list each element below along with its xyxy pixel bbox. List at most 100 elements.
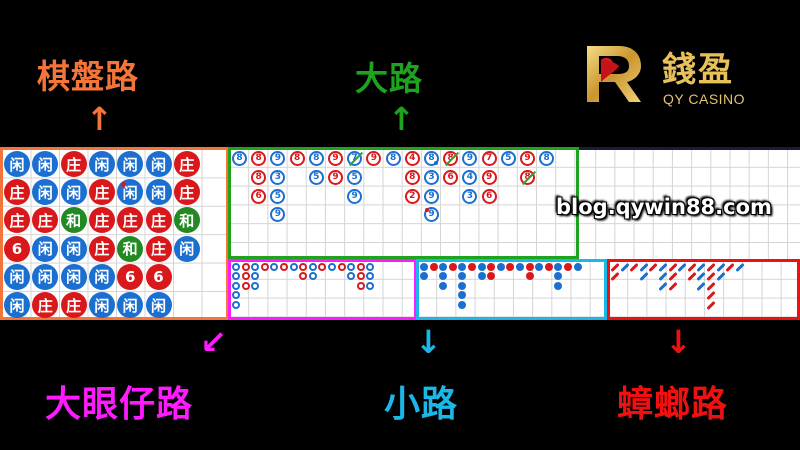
big-eye-boy-mark	[260, 263, 269, 271]
big-eye-boy-mark	[241, 281, 250, 290]
big-eye-boy-mark	[280, 263, 288, 271]
logo-r-icon	[587, 46, 641, 102]
bead-result: 庄	[88, 235, 115, 262]
bead-result: 闲	[4, 263, 30, 290]
small-road-mark	[458, 263, 467, 271]
small-road-mark	[458, 281, 467, 290]
big-road-result: 8	[443, 151, 460, 167]
big-road-result: 8	[424, 151, 439, 166]
bead-result: 庄	[173, 179, 200, 206]
bead-result: 闲	[4, 292, 30, 318]
bead-result: 庄	[60, 151, 87, 177]
big-eye-boy-mark	[232, 272, 240, 281]
bead-result: 庄	[173, 151, 200, 177]
big-eye-boy-mark	[270, 263, 279, 271]
bead-result: 闲	[4, 151, 30, 177]
big-road-result: 9	[328, 169, 343, 185]
bead-result: 闲	[173, 235, 200, 262]
big-road-result: 9	[520, 151, 535, 166]
arrow-down-icon: ↓	[415, 323, 442, 361]
big-road-result: 5	[270, 188, 286, 204]
big-eye-boy-mark	[366, 263, 375, 271]
big-eye-boy-label: 大眼仔路	[45, 384, 194, 425]
big-road-result: 4	[462, 169, 478, 185]
big-road-label: 大路	[355, 59, 423, 98]
small-road-mark	[554, 281, 563, 290]
small-road-mark	[458, 300, 467, 309]
small-road-mark	[458, 272, 467, 281]
bead-result: 6	[145, 263, 172, 290]
big-eye-boy-mark	[232, 291, 240, 300]
big-road-result: 5	[347, 169, 363, 185]
big-road-result: 9	[270, 151, 286, 166]
cockroach-road-panel	[607, 259, 800, 320]
arrow-down-icon: ↓	[665, 323, 692, 361]
bead-result: 庄	[145, 207, 172, 234]
small-road-mark	[564, 263, 572, 271]
big-road-result: 6	[251, 188, 267, 204]
logo-english-text: QY CASINO	[663, 91, 746, 107]
big-eye-boy-mark	[337, 263, 346, 271]
big-eye-boy-mark	[232, 300, 240, 309]
pair-dot	[434, 161, 438, 165]
big-road-result: 9	[462, 151, 478, 166]
cockroach-road-label: 蟑螂路	[617, 384, 729, 425]
bead-result: 庄	[117, 207, 144, 234]
bead-result: 庄	[60, 292, 87, 318]
small-road-mark	[516, 263, 524, 271]
small-road-mark	[525, 272, 534, 281]
small-road-mark	[487, 263, 496, 271]
banker-pair-dot	[121, 182, 126, 187]
big-road-result: 8	[251, 169, 267, 185]
big-road-result: 8	[539, 151, 555, 166]
bead-result: 闲	[32, 151, 59, 177]
small-road-mark	[420, 263, 428, 271]
small-road-mark	[487, 272, 496, 281]
big-road-result: 8	[520, 169, 537, 185]
bead-result: 6	[4, 235, 30, 262]
bead-result: 庄	[4, 207, 30, 234]
big-road-result: 9	[347, 188, 363, 204]
small-road-mark	[535, 263, 544, 271]
small-road-label: 小路	[384, 384, 459, 425]
big-road-result: 7	[347, 151, 364, 167]
small-road-mark	[554, 263, 563, 271]
small-road-mark	[468, 263, 476, 271]
bead-result: 闲	[32, 179, 59, 206]
bead-result: 闲	[145, 179, 172, 206]
big-eye-boy-mark	[328, 263, 336, 271]
big-road-result: 2	[404, 188, 420, 204]
small-road-mark	[477, 263, 486, 271]
small-road-mark	[429, 263, 438, 271]
big-eye-boy-mark	[241, 272, 250, 281]
player-pair-dot	[110, 274, 115, 279]
big-eye-boy-mark	[356, 281, 365, 290]
big-road-result: 9	[424, 207, 439, 223]
bead-plate-label: 棋盤路	[37, 57, 139, 96]
big-road-result: 9	[481, 169, 497, 185]
big-road-result: 6	[443, 169, 459, 185]
big-road-result: 8	[251, 151, 267, 166]
small-road-panel	[416, 259, 607, 320]
bead-result: 闲	[145, 151, 172, 177]
big-road-result: 9	[366, 151, 382, 166]
big-eye-boy-mark	[232, 281, 240, 290]
small-road-mark	[477, 272, 486, 281]
big-road-result: 8	[385, 151, 401, 166]
big-eye-boy-mark	[299, 263, 308, 271]
big-eye-boy-mark	[308, 263, 317, 271]
big-road-result: 7	[481, 151, 497, 166]
big-eye-boy-mark	[232, 263, 240, 271]
arrow-up-icon: ↑	[86, 100, 113, 138]
bead-result: 闲	[117, 292, 144, 318]
bead-result: 闲	[60, 235, 87, 262]
small-road-mark	[458, 291, 467, 300]
small-road-mark	[420, 272, 428, 281]
big-road-result: 9	[328, 151, 343, 166]
bead-result: 庄	[88, 207, 115, 234]
bead-result: 和	[173, 207, 200, 234]
bead-result: 闲	[88, 151, 115, 177]
big-eye-boy-mark	[347, 263, 356, 271]
small-road-mark	[439, 263, 448, 271]
